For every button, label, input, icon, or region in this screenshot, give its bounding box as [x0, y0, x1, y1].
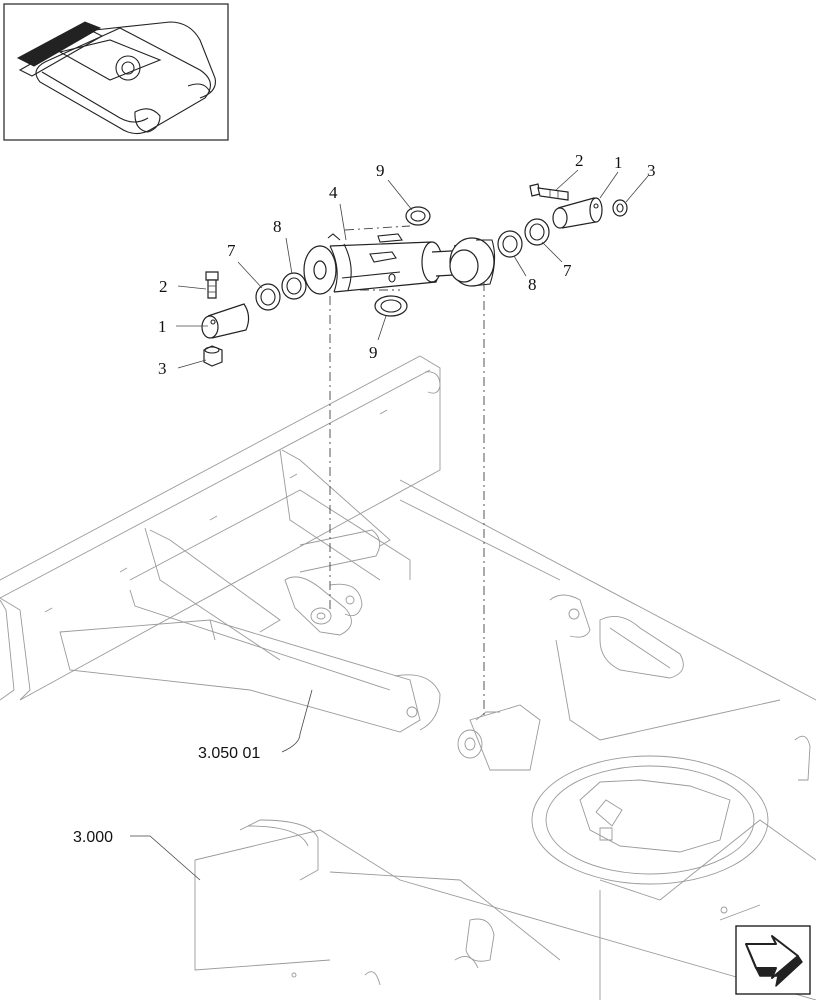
ref-undercarriage-frame: 3.050 01 — [198, 745, 260, 762]
callout-left-pin: 1 — [158, 317, 167, 336]
callout-right-washer-8: 8 — [528, 275, 537, 294]
callout-right-pin: 1 — [614, 153, 623, 172]
callout-right-washer-7: 7 — [563, 261, 572, 280]
reference-labels: 3.050 01 3.000 — [73, 745, 260, 846]
left-pin-assembly — [201, 206, 431, 367]
callout-left-nut: 3 — [158, 359, 167, 378]
callout-left-washer-8: 8 — [273, 217, 282, 236]
callout-cylinder: 4 — [329, 183, 338, 202]
hydraulic-cylinder — [303, 233, 496, 295]
undercarriage-frame-drawing — [0, 355, 816, 1000]
undercarriage-thumbnail-icon — [16, 21, 216, 135]
leader-lines — [130, 169, 649, 881]
alignment-centerlines — [329, 225, 485, 716]
right-pin-assembly — [497, 183, 628, 258]
arrow-next-icon — [735, 925, 811, 995]
part-callouts: 2 1 3 7 8 4 9 9 8 7 2 1 3 — [158, 151, 656, 378]
callout-left-bolt: 2 — [159, 277, 168, 296]
callout-right-nut: 3 — [647, 161, 656, 180]
callout-right-bolt: 2 — [575, 151, 584, 170]
callout-left-washer-7: 7 — [227, 241, 236, 260]
ref-main-frame: 3.000 — [73, 829, 113, 846]
callout-top-washer-9: 9 — [376, 161, 385, 180]
callout-bottom-washer-9: 9 — [369, 343, 378, 362]
